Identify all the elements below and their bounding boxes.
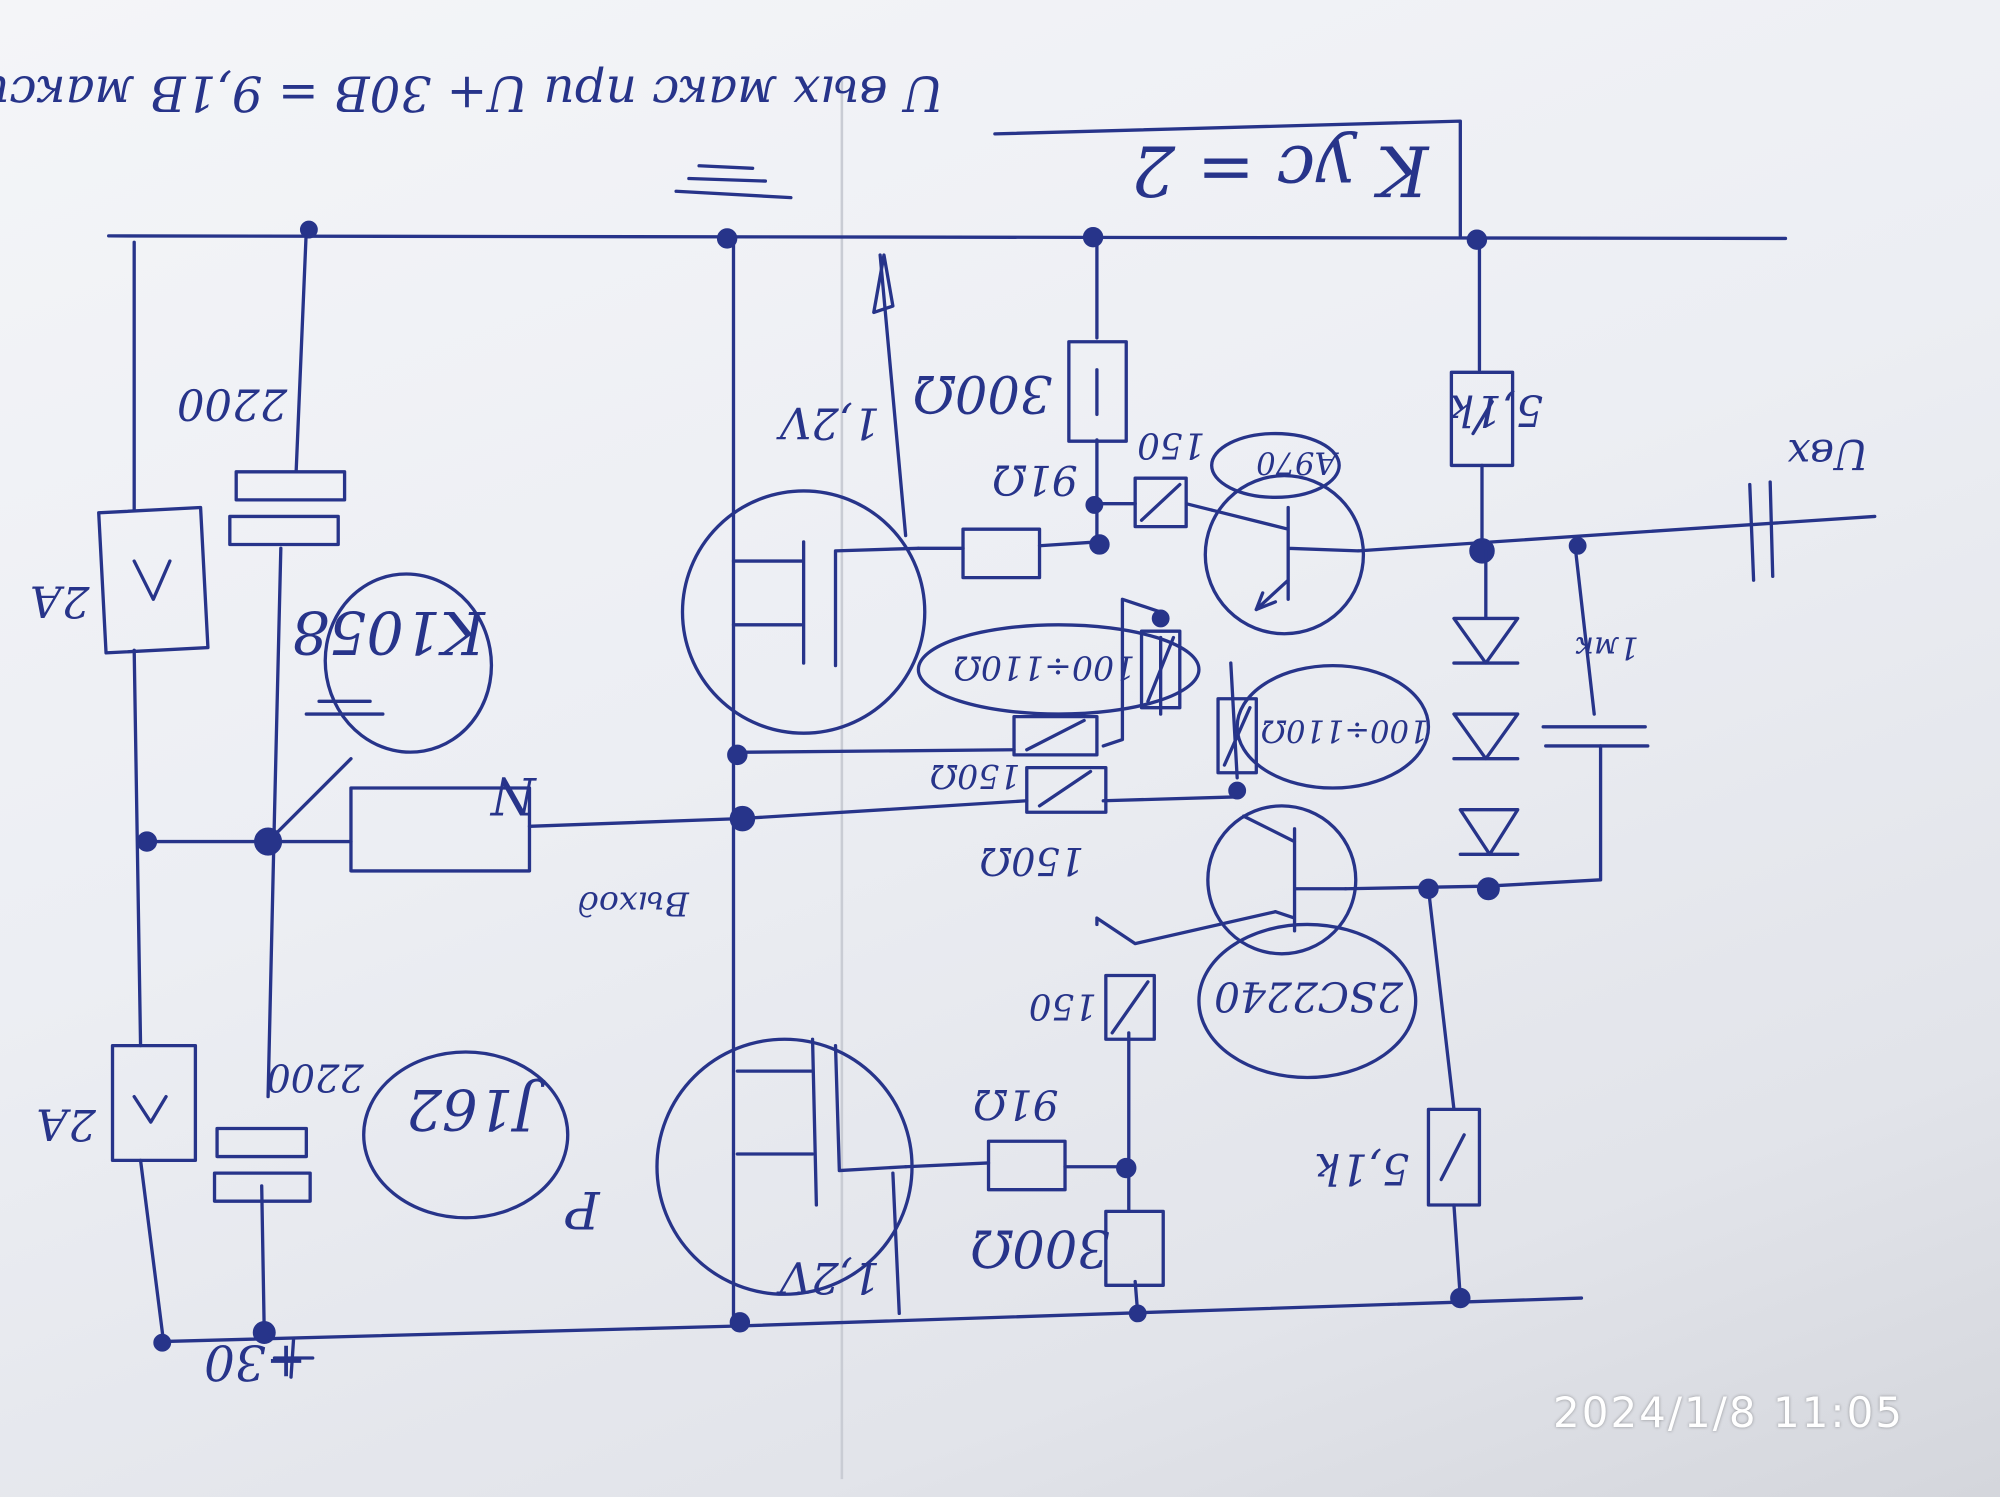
cap-1u-label: 1мк [1575,630,1639,665]
r-top-300-label: 300Ω [913,363,1053,422]
output-label: Выход [578,885,690,924]
r-150-top-label: 150 [1137,425,1205,466]
header-formula: U вых макс при U+ 30В = 9,1В максимум [0,65,944,121]
r-150-mid1-label: 150Ω [930,757,1021,796]
junction-dots [136,220,1587,1352]
wires [107,227,1877,1344]
cap-bottom-label: 2200 [266,1055,364,1100]
bjt-bottom-label: 2SC2240 [1214,972,1404,1020]
r-150-mid2-label: 150Ω [979,838,1084,883]
components [97,119,1775,1379]
r-51k-bottom-label: 5,1k [1314,1143,1409,1193]
fuse-bottom-label: 2А [36,1098,97,1148]
bjt-top-label: A970 [1256,445,1339,480]
r-trim-left-label: 100÷110Ω [953,649,1135,688]
fuse-top-label: 2А [29,576,90,626]
r-bottom-300-label: 300Ω [970,1217,1110,1276]
r-top-91-label: 91Ω [992,455,1078,503]
r-trim-right-label: 100÷110Ω [1261,712,1429,747]
input-label: Uвх [1787,430,1868,478]
mosfet-n-type: N [489,765,538,824]
mosfet-p-type: P [564,1179,601,1238]
r-bottom-91-label: 91Ω [973,1080,1059,1128]
supply-label: +30 [204,1333,306,1389]
r-51k-top-label: 5,1k [1448,384,1543,434]
r-150-bottom-label: 150 [1029,986,1097,1027]
mosfet-p-part: J162 [406,1076,546,1141]
v-top-label: 1,2V [776,397,880,447]
v-bottom-label: 1,2V [776,1251,880,1301]
cap-top-label: 2200 [177,378,288,428]
mosfet-n-part: K1058 [292,598,486,666]
gain-label: K ус = 2 [1131,130,1430,210]
photo-timestamp: 2024/1/8 11:05 [1553,1388,1905,1437]
